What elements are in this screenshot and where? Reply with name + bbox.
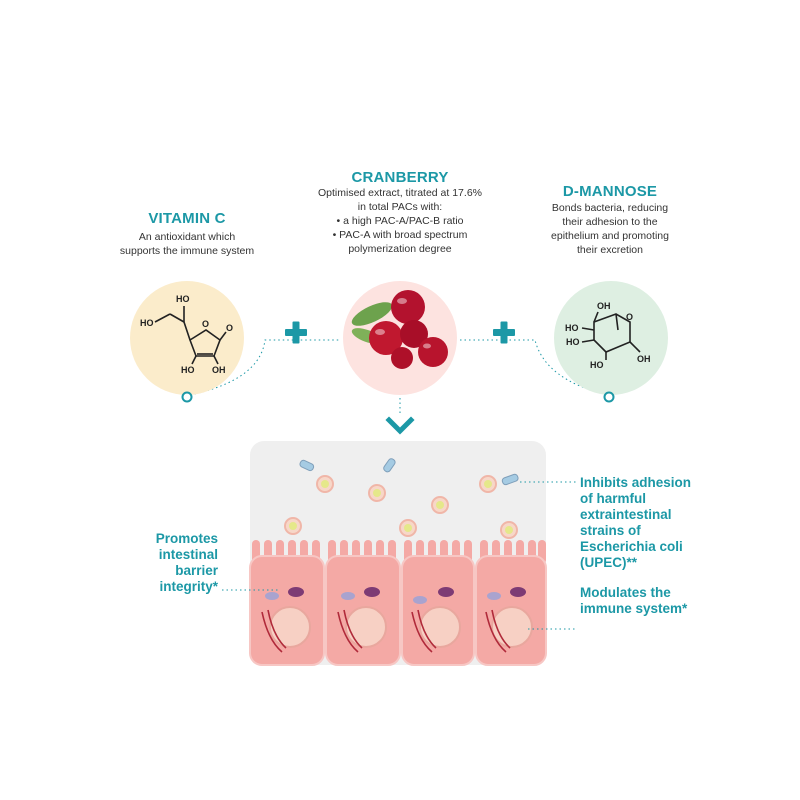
d-mannose-title: D-MANNOSE [562, 183, 658, 200]
callout-line: immune system* [580, 601, 688, 616]
atom-label: HO [566, 337, 580, 347]
description-line: • a high PAC-A/PAC-B ratio [336, 215, 464, 227]
description-line: their excretion [577, 244, 643, 256]
callout-line: of harmful [580, 491, 646, 506]
d-mannose-description: Bonds bacteria, reducing their adhesion … [520, 201, 700, 257]
atom-label: O [202, 319, 209, 329]
callout-line: (UPEC)** [580, 555, 638, 570]
atom-label: HO [140, 318, 154, 328]
cranberry-title: CRANBERRY [351, 169, 449, 186]
ring-marker-icon [181, 391, 193, 403]
atom-label: OH [212, 365, 226, 375]
particle-icon [284, 475, 518, 539]
description-line: in total PACs with: [357, 201, 443, 213]
callout-line: Modulates the [580, 585, 671, 600]
plus-icon [285, 321, 307, 344]
callout-immune-system: Modulates the immune system* [580, 585, 790, 617]
callout-line: barrier [175, 563, 218, 578]
atom-label: O [226, 323, 233, 333]
chevron-down-icon [385, 416, 415, 435]
callout-intestinal-barrier: Promotes intestinal barrier integrity* [100, 531, 218, 595]
callout-line: integrity* [159, 579, 218, 594]
cranberry-illustration [351, 290, 448, 369]
callout-line: intestinal [158, 547, 218, 562]
callout-line: strains of [580, 523, 641, 538]
atom-label: OH [597, 301, 611, 311]
atom-label: HO [590, 360, 604, 370]
cranberry-description: Optimised extract, titrated at 17.6% in … [290, 186, 510, 256]
callout-line: Inhibits adhesion [580, 475, 692, 490]
atom-label: HO [181, 365, 195, 375]
vitamin-c-description: An antioxidant which supports the immune… [97, 230, 277, 258]
bacteria-icon [299, 458, 519, 486]
description-line: their adhesion to the [562, 216, 658, 228]
description-line: supports the immune system [119, 245, 255, 257]
ring-marker-icon [603, 391, 615, 403]
description-line: • PAC-A with broad spectrum [332, 229, 468, 241]
description-line: An antioxidant which [138, 231, 236, 243]
callout-line: Escherichia coli [580, 539, 683, 554]
description-line: Optimised extract, titrated at 17.6% [318, 187, 482, 199]
description-line: epithelium and promoting [551, 230, 669, 242]
dotted-connector [189, 339, 609, 396]
description-line: polymerization degree [348, 243, 452, 255]
vitamin-c-molecule [154, 306, 227, 365]
intestinal-illustration [249, 441, 547, 666]
plus-icon [493, 321, 515, 344]
callout-line: Promotes [155, 531, 218, 546]
atom-label: O [626, 312, 633, 322]
d-mannose-molecule [581, 311, 641, 360]
atom-label: HO [565, 323, 579, 333]
atom-label: OH [637, 354, 651, 364]
vitamin-c-circle [130, 281, 244, 395]
callout-line: extraintestinal [580, 507, 672, 522]
atom-label: HO [176, 294, 190, 304]
description-line: Bonds bacteria, reducing [551, 202, 669, 214]
vitamin-c-title: VITAMIN C [148, 210, 226, 227]
d-mannose-circle [554, 281, 668, 395]
callout-inhibits-adhesion: Inhibits adhesion of harmful extraintest… [580, 475, 790, 571]
